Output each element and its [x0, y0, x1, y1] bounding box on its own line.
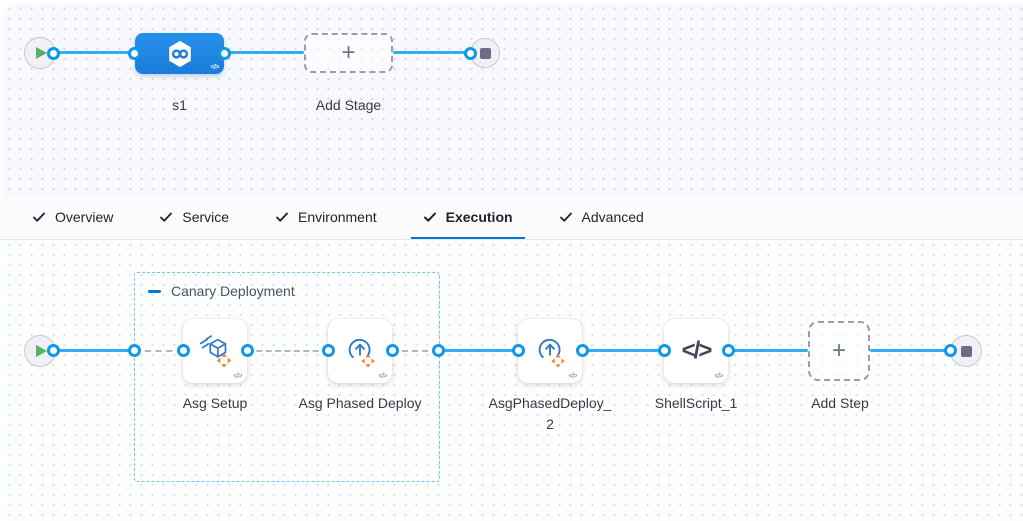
link-step4-to-addstep — [728, 349, 808, 352]
step-code-badge-icon: </> — [378, 373, 387, 380]
tab-label: Advanced — [581, 209, 644, 225]
asg-setup-cube-icon — [199, 335, 232, 368]
execution-canvas-grid — [4, 240, 1023, 521]
tab-label: Overview — [55, 209, 114, 225]
connector-s1-out[interactable] — [218, 47, 231, 60]
add-step-button[interactable]: + — [808, 321, 870, 381]
check-icon — [160, 212, 173, 222]
step-group-canary-deployment: Canary Deployment — [134, 272, 440, 482]
step-group-label: Canary Deployment — [171, 283, 295, 299]
collapse-group-icon[interactable] — [148, 289, 161, 293]
tab-advanced[interactable]: Advanced — [547, 197, 656, 239]
stop-icon — [960, 345, 972, 357]
play-icon — [36, 47, 47, 59]
stop-icon — [479, 47, 491, 59]
link-addstage-to-end — [393, 51, 470, 54]
connector-s1-in[interactable] — [128, 47, 141, 60]
link-addstep-to-end — [870, 349, 950, 352]
tab-overview[interactable]: Overview — [20, 197, 125, 239]
dashed-link-step1-to-step2 — [247, 350, 328, 352]
phased-deploy-circular-arrow-icon — [538, 338, 565, 368]
stage-config-tabbar: Overview Service Environment Execution A… — [0, 197, 1023, 240]
tab-service[interactable]: Service — [147, 197, 241, 239]
play-icon — [36, 345, 47, 357]
connector-step2-out[interactable] — [386, 344, 399, 357]
connector-end-in[interactable] — [464, 47, 477, 60]
step-label-asg-phased-deploy-2: AsgPhasedDeploy_2 — [488, 395, 612, 432]
add-stage-button[interactable]: + — [304, 33, 393, 73]
connector-step1-in[interactable] — [177, 344, 190, 357]
connector-step2-in[interactable] — [322, 344, 335, 357]
step-code-badge-icon: </> — [714, 373, 723, 380]
shell-script-code-icon: </> — [681, 337, 713, 364]
step-card-asg-setup[interactable]: </> — [183, 319, 247, 383]
tab-environment[interactable]: Environment — [263, 197, 389, 239]
step-code-badge-icon: </> — [233, 373, 242, 380]
add-stage-label: Add Stage — [315, 97, 382, 113]
step-card-asg-phased-deploy-2[interactable]: </> — [518, 319, 582, 383]
dashed-link-step2-to-groupedge — [392, 350, 438, 352]
connector-step3-out[interactable] — [576, 344, 589, 357]
stage-graph-canvas: </> + s1 Add Stage — [0, 0, 1023, 197]
check-icon — [276, 212, 288, 222]
tab-label: Environment — [298, 209, 377, 225]
phased-deploy-circular-arrow-icon — [348, 338, 375, 368]
tab-label: Service — [182, 209, 230, 225]
tab-execution[interactable]: Execution — [410, 197, 525, 239]
check-icon — [423, 212, 436, 222]
step-label-asg-setup: Asg Setup — [182, 395, 248, 411]
connector-step1-out[interactable] — [241, 344, 254, 357]
step-code-badge-icon: </> — [568, 373, 577, 380]
link-s1-to-addstage — [224, 51, 304, 54]
connector-start-out[interactable] — [47, 47, 60, 60]
connector-step4-out[interactable] — [722, 344, 735, 357]
stage-label-s1: s1 — [172, 97, 187, 113]
step-group-header: Canary Deployment — [148, 283, 295, 299]
step-label-shellscript-1: ShellScript_1 — [654, 395, 738, 411]
stage-code-badge-icon: </> — [210, 64, 219, 71]
plus-icon: + — [341, 39, 356, 66]
dashed-link-group-to-step1 — [134, 350, 183, 352]
link-step3-to-step4 — [582, 349, 664, 352]
check-icon — [33, 212, 45, 222]
link-start-to-s1 — [53, 51, 135, 54]
step-card-asg-phased-deploy[interactable]: </> — [328, 319, 392, 383]
connector-step4-in[interactable] — [658, 344, 671, 357]
link-group-to-step3 — [438, 349, 518, 352]
stage-node-s1[interactable]: </> — [135, 33, 224, 74]
check-icon — [559, 212, 572, 222]
step-card-shellscript-1[interactable]: </> </> — [664, 319, 728, 383]
step-label-asg-phased-deploy: Asg Phased Deploy — [298, 395, 422, 411]
connector-exec-start-out[interactable] — [47, 344, 60, 357]
connector-exec-end-in[interactable] — [944, 344, 957, 357]
execution-graph-canvas: Canary Deployment </> — [0, 240, 1023, 521]
tab-label: Execution — [445, 209, 513, 225]
link-start-to-group — [53, 349, 134, 352]
connector-step3-in[interactable] — [512, 344, 525, 357]
plus-icon: + — [831, 337, 846, 364]
connector-group-out[interactable] — [432, 344, 445, 357]
connector-group-in[interactable] — [128, 344, 141, 357]
add-step-label: Add Step — [811, 395, 869, 411]
harness-cd-hexagon-icon — [168, 40, 191, 67]
